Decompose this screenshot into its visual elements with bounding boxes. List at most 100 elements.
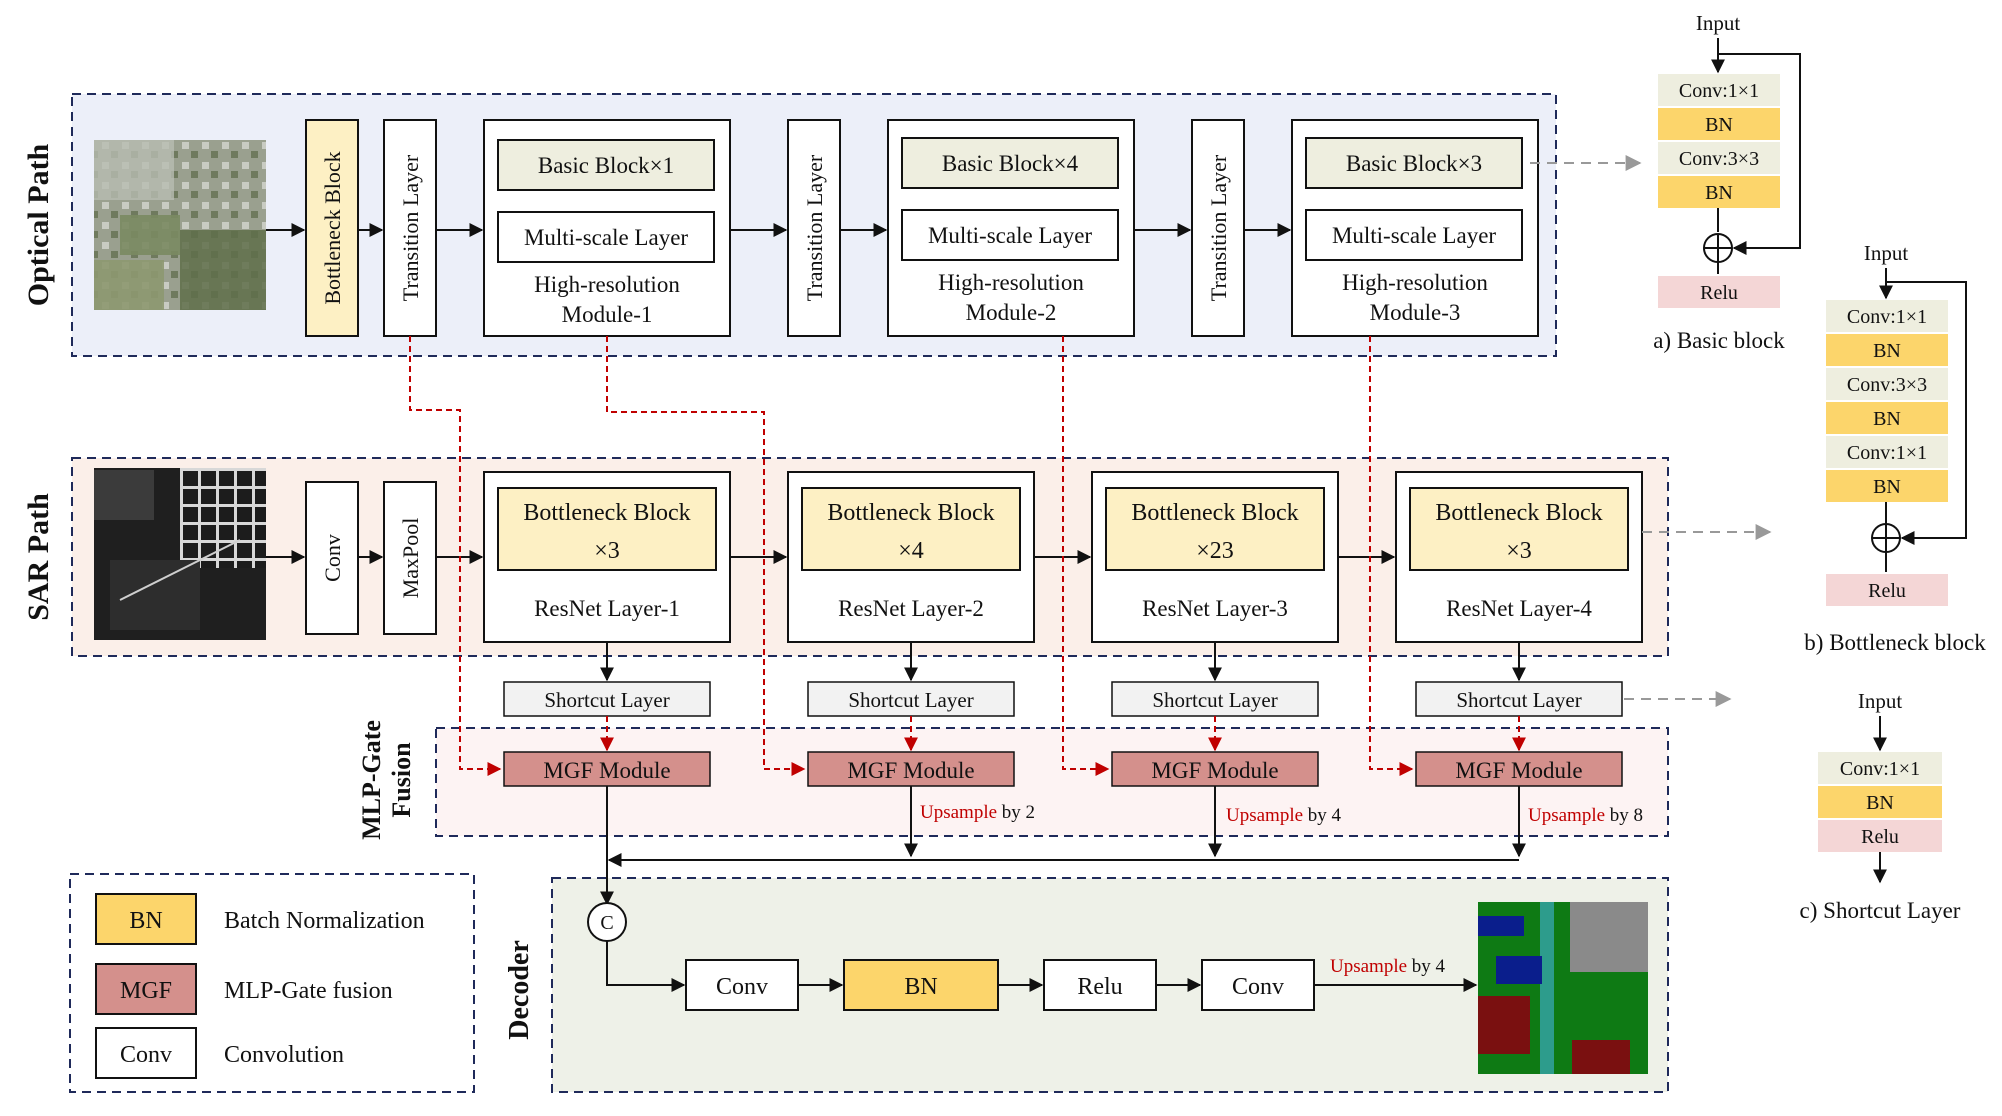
sar-conv-label: Conv: [320, 534, 345, 582]
basic-block-1: [497, 139, 715, 191]
transition-layer-2-label: Transition Layer: [802, 154, 827, 301]
concat-label: C: [600, 912, 613, 934]
resnet-3-block-label: Bottleneck Block: [1131, 500, 1298, 526]
mgf-module-2: [807, 751, 1015, 787]
decoder-relu-label: Relu: [1077, 974, 1122, 1000]
basic-input-label: Input: [1696, 11, 1740, 35]
decoder-bn-label: BN: [904, 974, 937, 1000]
resnet-4-bottleneck: [1409, 487, 1629, 571]
mgf-module-2-label: MGF Module: [847, 758, 974, 783]
hr-module-3-title: High-resolution: [1342, 270, 1488, 295]
legend-conv-swatch: [95, 1027, 197, 1079]
sar-maxpool-label: MaxPool: [398, 518, 423, 599]
shortcut-layers: Shortcut Layer Shortcut Layer Shortcut L…: [503, 642, 1623, 717]
transition-layer-1: [383, 119, 437, 337]
upsample-label-2: Upsample by 2: [920, 802, 1035, 823]
resnet-1-block-label: Bottleneck Block: [523, 500, 690, 526]
legend-mgf-text: MLP-Gate fusion: [224, 978, 393, 1004]
shortcut-caption: c) Shortcut Layer: [1800, 898, 1961, 923]
decoder-conv-2-label: Conv: [1232, 974, 1284, 1000]
hr-module-1-name: Module-1: [562, 302, 653, 327]
resnet-3-name: ResNet Layer-3: [1142, 596, 1288, 621]
basic-layer-1: Conv:1×1: [1679, 80, 1759, 102]
basic-layer-4: BN: [1705, 182, 1733, 204]
basic-relu: Relu: [1700, 282, 1738, 304]
upsample-label-8: Upsample by 8: [1528, 805, 1643, 826]
transition-layer-3-label: Transition Layer: [1206, 154, 1231, 301]
multiscale-layer-2: [901, 209, 1119, 261]
shortcut-layer-4-label: Shortcut Layer: [1456, 688, 1581, 712]
multiscale-layer-3-label: Multi-scale Layer: [1332, 223, 1496, 248]
mgf-module-3-label: MGF Module: [1151, 758, 1278, 783]
decoder-conv-1-label: Conv: [716, 974, 768, 1000]
shortcut-layer-1-label: Shortcut Layer: [544, 688, 669, 712]
hr-module-3-name: Module-3: [1370, 300, 1461, 325]
multiscale-layer-1: [497, 211, 715, 263]
decoder-label: Decoder: [504, 940, 535, 1040]
bottleneck-relu: Relu: [1868, 580, 1906, 602]
sar-maxpool-block: [383, 481, 437, 635]
basic-layer-3: Conv:3×3: [1679, 148, 1759, 170]
hr-module-2-name: Module-2: [966, 300, 1057, 325]
transition-layer-3: [1191, 119, 1245, 337]
decoder-relu: [1043, 959, 1157, 1011]
legend-mgf-key: MGF: [120, 978, 172, 1004]
legend-bn-text: Batch Normalization: [224, 908, 425, 934]
optical-to-mgf-links: [409, 336, 1414, 776]
mgf-module-4-label: MGF Module: [1455, 758, 1582, 783]
legend-conv-key: Conv: [120, 1042, 172, 1068]
resnet-1-mult: ×3: [594, 538, 620, 564]
bottleneck-layer-5: Conv:1×1: [1847, 442, 1927, 464]
resnet-4-block-label: Bottleneck Block: [1435, 500, 1602, 526]
legend-mgf-swatch: [95, 963, 197, 1015]
multiscale-layer-1-label: Multi-scale Layer: [524, 225, 688, 250]
sar-input-image: [94, 468, 266, 640]
decoder-conv-2: [1201, 959, 1315, 1011]
resnet-4-mult: ×3: [1506, 538, 1532, 564]
basic-block-2: [901, 137, 1119, 189]
mgf-module-1: [503, 751, 711, 787]
shortcut-input-label: Input: [1858, 689, 1902, 713]
mgf-module-1-label: MGF Module: [543, 758, 670, 783]
hr-module-1-title: High-resolution: [534, 272, 680, 297]
resnet-2-name: ResNet Layer-2: [838, 596, 984, 621]
basic-block-3-label: Basic Block×3: [1346, 151, 1482, 176]
bottleneck-layer-4: BN: [1873, 408, 1901, 430]
basic-block-2-label: Basic Block×4: [942, 151, 1079, 176]
resnet-1-name: ResNet Layer-1: [534, 596, 680, 621]
shortcut-layer-3-label: Shortcut Layer: [1152, 688, 1277, 712]
concat-to-conv-arrow: [606, 941, 686, 992]
upsample-label-4: Upsample by 4: [1226, 805, 1342, 826]
optical-input-image: [94, 140, 266, 310]
basic-layer-2: BN: [1705, 114, 1733, 136]
resnet-4-name: ResNet Layer-4: [1446, 596, 1592, 621]
shortcut-layer-2-label: Shortcut Layer: [848, 688, 973, 712]
decoder-upsample-label: Upsample by 4: [1330, 956, 1446, 977]
shortcut-detail-layer-2: BN: [1866, 792, 1894, 814]
bottleneck-layer-6: BN: [1873, 476, 1901, 498]
bottleneck-layer-3: Conv:3×3: [1847, 374, 1927, 396]
segmentation-output-map: [1478, 902, 1648, 1074]
transition-layer-2: [787, 119, 841, 337]
multiscale-layer-2-label: Multi-scale Layer: [928, 223, 1092, 248]
sar-path-label: SAR Path: [22, 493, 55, 621]
shortcut-to-mgf-arrows: [600, 716, 1526, 752]
legend-bn-key: BN: [129, 908, 162, 934]
resnet-3-bottleneck: [1105, 487, 1325, 571]
shortcut-layer-2: [807, 681, 1015, 717]
optical-path-label: Optical Path: [22, 143, 55, 306]
shortcut-layer-3: [1111, 681, 1319, 717]
resnet-2-block-label: Bottleneck Block: [827, 500, 994, 526]
decoder-conv-1: [685, 959, 799, 1011]
bottleneck-input-label: Input: [1864, 241, 1908, 265]
fusion-output-arrows: [600, 786, 1526, 906]
shortcut-layer-detail: Input Conv:1×1 BN Relu c) Shortcut Layer: [1800, 689, 1961, 923]
resnet-2-mult: ×4: [898, 538, 924, 564]
shortcut-layer-1: [503, 681, 711, 717]
fusion-label-line1: MLP-Gate: [357, 720, 386, 840]
basic-block-1-label: Basic Block×1: [538, 153, 674, 178]
mgf-module-3: [1111, 751, 1319, 787]
resnet-2-bottleneck: [801, 487, 1021, 571]
